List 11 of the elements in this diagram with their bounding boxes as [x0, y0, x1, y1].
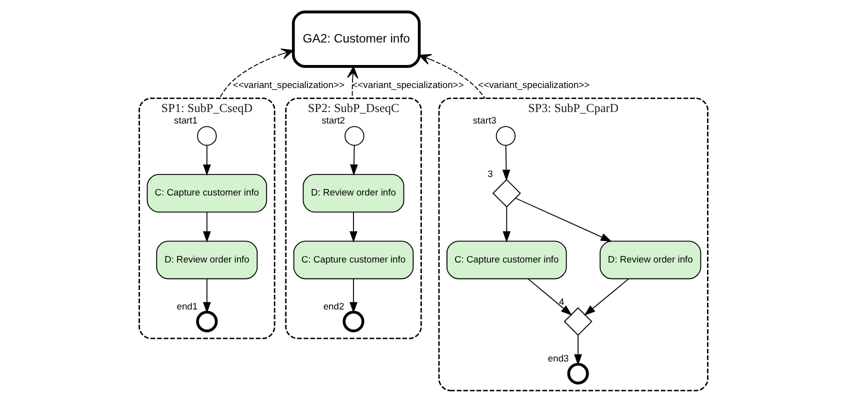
node-label: start1	[174, 114, 198, 126]
edge-label: <<variant_specialization>>	[478, 79, 590, 90]
node-label: 4	[558, 296, 564, 308]
node-label: end2	[322, 300, 344, 312]
edge-label: <<variant_specialization>>	[352, 79, 464, 90]
node-label: end1	[176, 300, 198, 312]
node-label: start2	[321, 114, 345, 126]
node-label: 3	[487, 168, 492, 179]
edge-label: <<variant_specialization>>	[232, 79, 344, 90]
node-label: end3	[547, 352, 568, 364]
node-label: start3	[472, 114, 496, 126]
